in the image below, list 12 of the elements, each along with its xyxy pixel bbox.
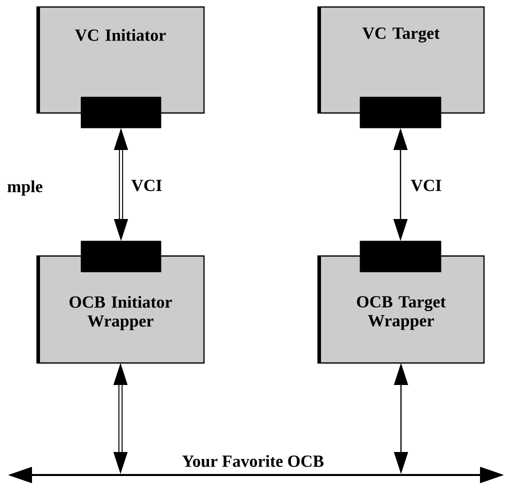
port-block <box>360 240 442 272</box>
component-box: VC Target <box>317 6 485 114</box>
port-block <box>80 240 162 272</box>
component-box: VC Initiator <box>36 6 205 114</box>
edge-label: VCI <box>410 178 443 192</box>
edge-label: VCI <box>130 178 164 192</box>
component-box: OCB Target Wrapper <box>317 255 485 364</box>
cut-off-text: mple <box>8 180 42 196</box>
port-block <box>360 96 442 128</box>
port-block <box>80 96 162 128</box>
component-box: OCB Initiator Wrapper <box>36 255 205 364</box>
bus-label: Your Favorite OCB <box>182 455 324 467</box>
